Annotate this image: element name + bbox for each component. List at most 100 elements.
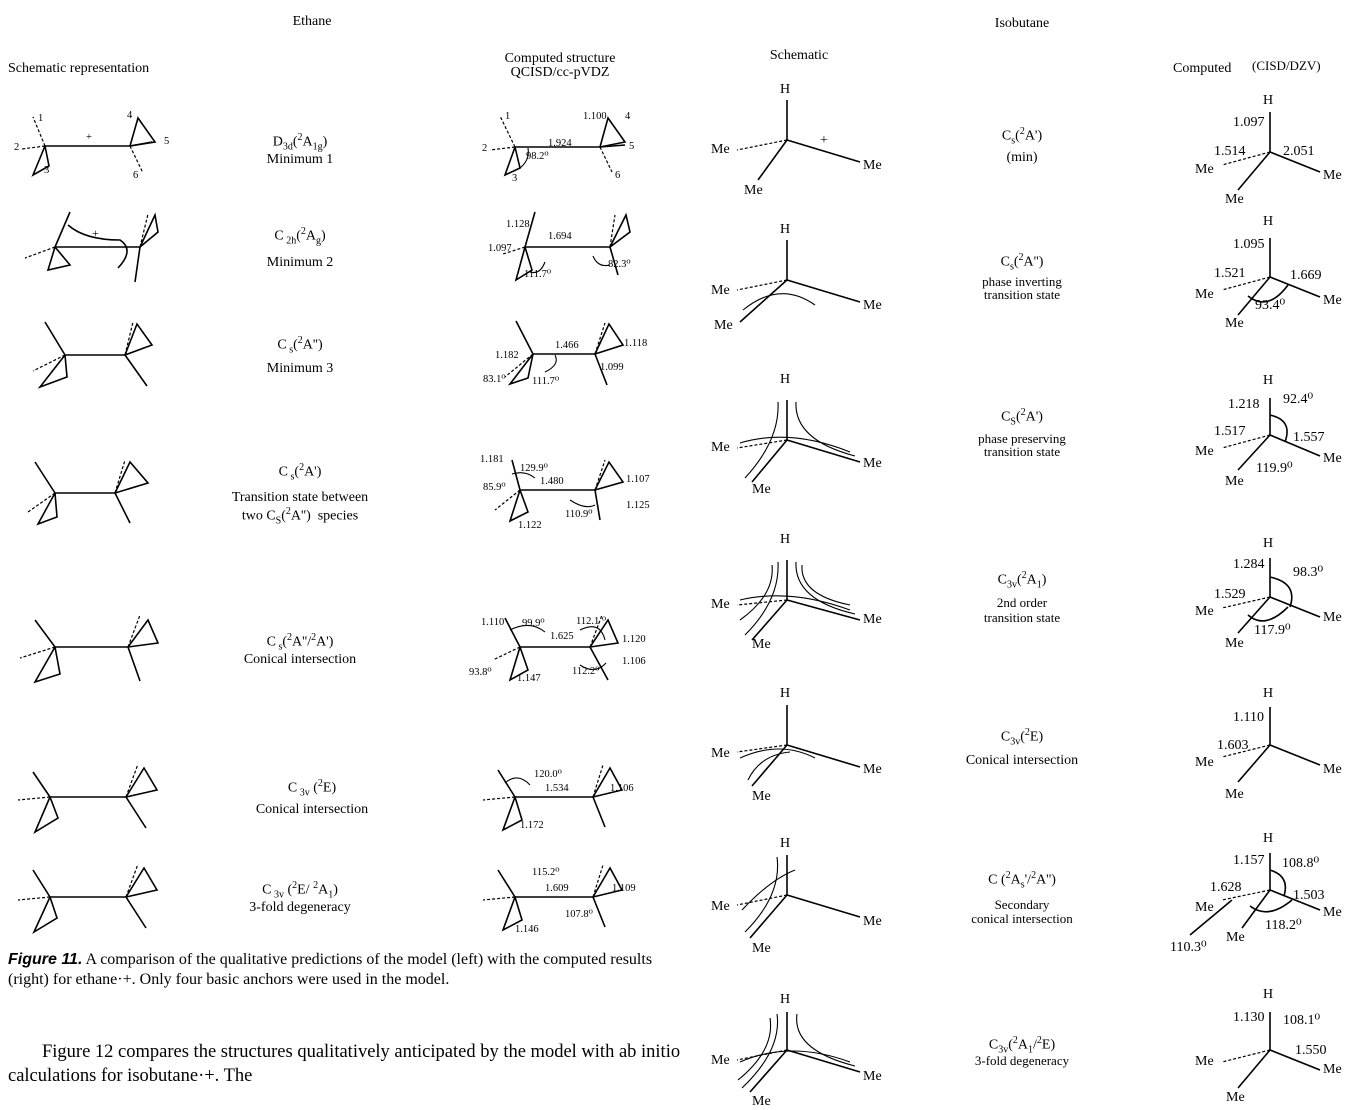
bond-length: 1.529 [1214, 587, 1246, 602]
atom-Me: Me [1323, 168, 1342, 183]
iso-schematic-6 [736, 855, 861, 939]
eth-desc-6: Conical intersection [255, 802, 369, 817]
bond-length: 1.099 [600, 362, 624, 373]
bond-angle: 108.1⁰ [1283, 1013, 1321, 1028]
iso-computed-2 [1221, 238, 1321, 316]
atom-number: 5 [629, 141, 635, 152]
eth-computed-4 [494, 459, 625, 523]
iso-state-4: C3v(2A1) [997, 570, 1047, 591]
atom-Me: Me [1195, 900, 1214, 915]
bond-length: 1.110 [481, 617, 505, 628]
plus-sign: + [92, 226, 99, 240]
atom-Me: Me [1195, 444, 1214, 459]
isobutane-col-computed: Computed [1173, 61, 1232, 76]
atom-Me: Me [1225, 192, 1244, 207]
eth-computed-3 [504, 320, 625, 386]
atom-H: H [1263, 987, 1274, 1002]
atom-Me: Me [1225, 787, 1244, 802]
atom-number: 3 [512, 173, 518, 184]
atom-Me: Me [863, 298, 882, 313]
caption-label: Figure 11. [8, 951, 83, 968]
atom-H: H [1263, 536, 1274, 551]
atom-Me: Me [1195, 1054, 1214, 1069]
bond-angle: 118.2⁰ [1265, 918, 1302, 933]
bond-length: 1.106 [610, 783, 634, 794]
atom-number: 2 [482, 143, 488, 154]
iso-state-3: CS(2A') [1001, 407, 1043, 428]
iso-desc-1: (min) [1006, 150, 1038, 165]
atom-Me: Me [752, 941, 771, 956]
bond-angle: 119.9⁰ [1256, 461, 1293, 476]
iso-desc-5: Conical intersection [965, 753, 1079, 768]
bond-length: 1.125 [626, 500, 650, 511]
bond-length: 1.694 [548, 231, 572, 242]
bond-length: 1.100 [583, 111, 607, 122]
bond-length: 1.503 [1293, 888, 1325, 903]
atom-Me: Me [714, 318, 733, 333]
iso-state-7: C3v(2A1/2E) [988, 1035, 1056, 1056]
atom-Me: Me [711, 899, 730, 914]
atom-Me: Me [1195, 287, 1214, 302]
atom-Me: Me [1225, 636, 1244, 651]
bond-angle: 93.8⁰ [469, 667, 492, 678]
eth-state-5: C s(2A''/2A') [266, 632, 334, 653]
atom-H: H [1263, 214, 1274, 229]
atom-Me: Me [863, 914, 882, 929]
bond-length: 1.097 [488, 243, 512, 254]
plus-sign: + [86, 132, 92, 143]
isobutane-title: Isobutane [994, 16, 1050, 31]
atom-number: 3 [44, 165, 50, 176]
bond-length: 1.172 [520, 820, 544, 831]
atom-Me: Me [1225, 474, 1244, 489]
bond-length: 1.182 [495, 350, 519, 361]
atom-number: 5 [164, 136, 170, 147]
atom-H: H [780, 686, 791, 701]
iso-computed-1 [1221, 112, 1321, 191]
atom-H: H [1263, 831, 1274, 846]
iso-desc-7: 3-fold degeneracy [974, 1053, 1070, 1068]
bond-angle: 98.3⁰ [1293, 565, 1324, 580]
isobutane-col-method: (CISD/DZV) [1252, 58, 1321, 73]
iso-state-6: C (2As'/2A'') [988, 870, 1056, 891]
bond-length: 1.218 [1228, 397, 1260, 412]
eth-desc-5: Conical intersection [243, 652, 357, 667]
bond-angle: 92.4⁰ [1283, 392, 1314, 407]
bond-length: 1.106 [622, 656, 646, 667]
atom-H: H [780, 836, 791, 851]
atom-Me: Me [752, 637, 771, 652]
atom-Me: Me [752, 789, 771, 804]
atom-H: H [1263, 93, 1274, 108]
eth-schematic-1 [21, 116, 157, 177]
eth-computed-1 [489, 115, 627, 177]
atom-Me: Me [863, 158, 882, 173]
atom-number: 1 [505, 111, 511, 122]
atom-number: 6 [133, 170, 139, 181]
isobutane-col-schematic: Schematic [769, 48, 829, 63]
atom-Me: Me [1323, 905, 1342, 920]
atom-Me: Me [863, 1069, 882, 1084]
iso-schematic-5 [736, 705, 861, 787]
atom-H: H [780, 532, 791, 547]
bond-length: 1.669 [1290, 268, 1322, 283]
iso-schematic-1 [736, 100, 861, 181]
bond-angle: 107.8⁰ [565, 909, 593, 920]
atom-Me: Me [1195, 755, 1214, 770]
bond-length: 1.109 [612, 883, 636, 894]
figure-caption: Figure 11. A comparison of the qualitati… [8, 950, 688, 990]
atom-H: H [780, 222, 791, 237]
eth-computed-2 [502, 211, 631, 282]
bond-angle: 82.3⁰ [608, 259, 631, 270]
atom-number: 1 [38, 113, 44, 124]
plus-sign: + [820, 133, 828, 148]
bond-length: 1.628 [1210, 880, 1242, 895]
atom-Me: Me [752, 1094, 771, 1109]
body-paragraph: Figure 12 compares the structures qualit… [8, 1042, 681, 1086]
atom-Me: Me [711, 283, 730, 298]
eth-state-3: C s(2A'') [277, 335, 323, 356]
atom-Me: Me [752, 482, 771, 497]
bond-length: 1.466 [555, 340, 579, 351]
bond-length: 1.128 [506, 219, 530, 230]
ethane-title: Ethane [292, 14, 332, 29]
